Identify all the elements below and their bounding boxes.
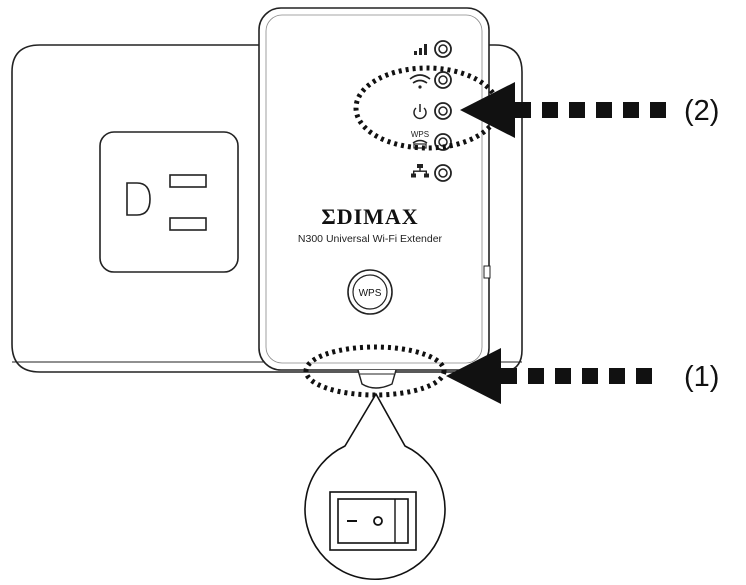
brand-logo: ΣDIMAX [321, 204, 418, 229]
wps-button-label: WPS [359, 288, 382, 299]
power-outlet [99, 131, 239, 273]
led-wifi [434, 71, 452, 89]
power-icon [413, 104, 427, 120]
switch-zoom-bubble [304, 393, 446, 580]
led-wps [434, 133, 452, 151]
model-name: N300 Universal Wi-Fi Extender [298, 233, 443, 245]
wifi-icon [409, 74, 431, 89]
extender-device: WPS [258, 7, 491, 371]
wps-icon: WPS [411, 130, 429, 149]
side-notch [483, 265, 491, 279]
wps-button[interactable]: WPS [347, 269, 393, 315]
switch-tab [357, 369, 397, 389]
led-lan [434, 164, 452, 182]
switch-off-mark [373, 516, 383, 526]
callout-label-leds: (2) [684, 95, 719, 127]
wps-led-caption: WPS [411, 130, 429, 139]
led-signal [434, 40, 452, 58]
outlet-ground-hole [126, 182, 151, 216]
led-power [434, 102, 452, 120]
lan-icon [411, 164, 429, 178]
outlet-slot-bottom [169, 217, 207, 231]
callout-label-switch: (1) [684, 361, 719, 393]
arrow-to-leds [460, 82, 666, 138]
arrow-to-switch [446, 348, 652, 404]
outlet-slot-top [169, 174, 207, 188]
signal-bars-icon [414, 44, 427, 55]
